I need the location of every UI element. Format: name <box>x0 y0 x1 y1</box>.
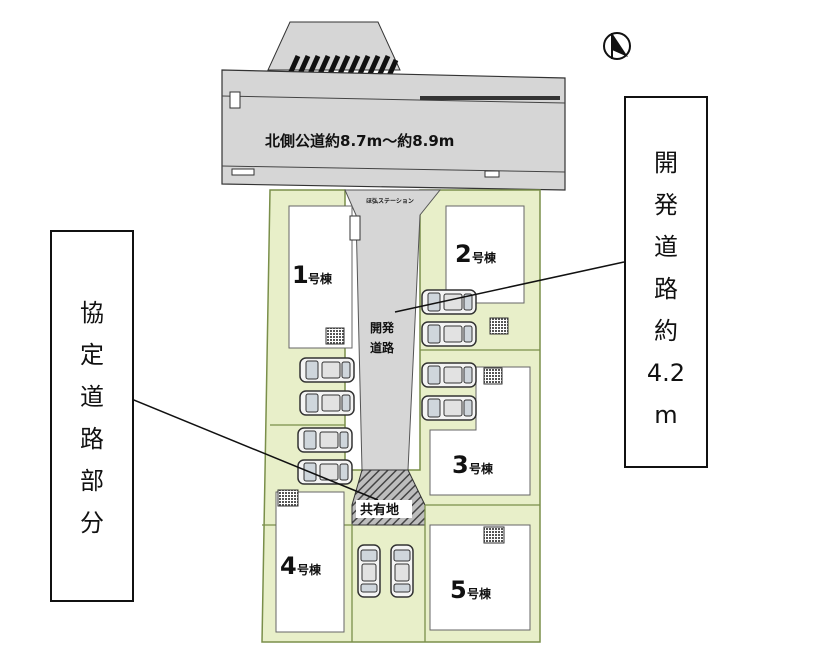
car-icon <box>299 357 355 383</box>
callout-right-char: 開 <box>654 149 678 177</box>
callout-right-char: 路 <box>654 275 678 303</box>
callout-left-char: 道 <box>80 383 104 411</box>
callout-right-char: 4.2 <box>646 359 686 387</box>
callout-left-char: 分 <box>80 509 104 537</box>
callout-left-char: 協 <box>80 299 104 327</box>
dev-road-label-1: 開発 <box>370 320 395 335</box>
lot-4-number: 4 <box>280 552 297 580</box>
common-land-label: 共有地 <box>360 502 399 518</box>
callout-right-char: 約 <box>654 317 678 345</box>
north-arrow-icon <box>603 32 631 60</box>
car-icon <box>297 459 353 485</box>
callout-dev-road-width: 開 発 道 路 約 4.2 m <box>624 96 708 468</box>
lot-2-number: 2 <box>455 240 472 268</box>
lot-2-suffix: 号棟 <box>472 250 497 265</box>
road-label: 北側公道約8.7m～約8.9m <box>265 132 454 150</box>
lot-4-suffix: 号棟 <box>297 562 322 577</box>
car-icon <box>421 289 477 315</box>
equipment-grids <box>277 215 509 544</box>
lot-5-number: 5 <box>450 576 467 604</box>
car-icon <box>390 544 414 598</box>
car-icon <box>299 390 355 416</box>
callout-line-right <box>394 261 625 313</box>
building-footprints <box>275 205 531 633</box>
lot-3-number: 3 <box>452 451 469 479</box>
car-icon <box>357 544 381 598</box>
dev-road-label-2: 道路 <box>370 340 395 355</box>
lot-5-suffix: 号棟 <box>467 586 492 601</box>
lot-1-suffix: 号棟 <box>308 271 333 286</box>
callout-right-char: 発 <box>654 191 678 219</box>
callout-line-left <box>123 395 379 501</box>
station-label: ほ弘ステーション <box>366 197 414 205</box>
callout-left-char: 定 <box>80 341 104 369</box>
callout-left-char: 部 <box>80 467 104 495</box>
car-icon <box>421 362 477 388</box>
callout-right-char: 道 <box>654 233 678 261</box>
car-icon <box>421 395 477 421</box>
public-road <box>221 69 566 191</box>
callout-right-char: m <box>654 401 678 429</box>
lot-1-number: 1 <box>292 261 309 289</box>
callout-agreement-road: 協 定 道 路 部 分 <box>50 230 134 602</box>
callout-left-char: 路 <box>80 425 104 453</box>
car-icon <box>421 321 477 347</box>
car-icon <box>297 427 353 453</box>
lot-3-suffix: 号棟 <box>469 461 494 476</box>
